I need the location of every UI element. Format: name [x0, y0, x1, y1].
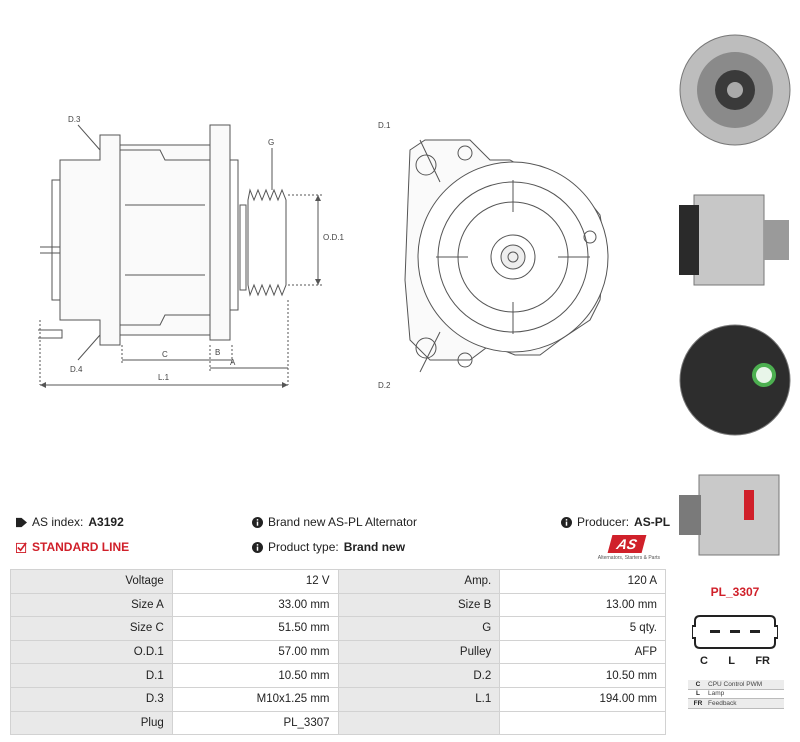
- spec-label: Size C: [10, 616, 173, 641]
- pin-fr: FR: [755, 655, 770, 667]
- spec-label: Pulley: [337, 639, 501, 665]
- producer-row: Producer: AS-PL: [561, 515, 670, 529]
- label-c: C: [162, 350, 168, 359]
- spec-value: 51.50 mm: [171, 616, 339, 641]
- logo-tagline: Alternators, Starters & Parts: [597, 555, 660, 561]
- spec-value: 10.50 mm: [499, 663, 666, 688]
- spec-label: L.1: [337, 686, 501, 712]
- photo-rear-view[interactable]: [674, 315, 796, 445]
- logo-mark: AS: [607, 535, 647, 553]
- brand-new-row: Brand new AS-PL Alternator: [252, 515, 417, 529]
- product-type-label: Product type:: [268, 540, 339, 554]
- producer-label: Producer:: [577, 515, 630, 529]
- photo-side-view[interactable]: [674, 175, 796, 305]
- producer-value: AS-PL: [634, 515, 671, 529]
- product-type-row: Product type: Brand new: [252, 540, 405, 554]
- spec-value: 5 qty.: [499, 616, 666, 641]
- label-l1: L.1: [158, 373, 170, 382]
- technical-drawing: D.3 D.4 G O.D.1 C B A L.1 D.1 D.2: [38, 115, 609, 390]
- as-pl-logo: AS Alternators, Starters & Parts: [585, 535, 660, 563]
- plug-connector-icon: [692, 615, 778, 649]
- pin-c: C: [700, 655, 708, 667]
- spec-value: [499, 710, 666, 736]
- spec-label: Size A: [10, 592, 173, 618]
- spec-label: Voltage: [10, 569, 173, 594]
- spec-value: 194.00 mm: [499, 686, 666, 712]
- label-b: B: [215, 348, 220, 357]
- product-photos: [668, 0, 800, 570]
- spec-label: D.2: [337, 663, 501, 688]
- label-g: G: [268, 138, 274, 147]
- label-d3: D.3: [68, 115, 81, 124]
- spec-label: [337, 710, 501, 736]
- label-a: A: [230, 358, 236, 367]
- label-d4: D.4: [70, 365, 83, 374]
- spec-value: 13.00 mm: [499, 592, 666, 618]
- as-index-row: AS index: A3192: [16, 515, 124, 529]
- spec-value: PL_3307: [171, 710, 339, 736]
- plug-pin-labels: C L FR: [700, 655, 770, 667]
- checkbox-icon: [16, 541, 27, 553]
- plug-code: PL_3307: [710, 585, 760, 599]
- spec-label: Size B: [337, 592, 501, 618]
- spec-value: 57.00 mm: [171, 639, 339, 665]
- spec-label: D.1: [10, 663, 173, 688]
- spec-label: Plug: [10, 710, 173, 736]
- tag-icon: [16, 517, 27, 527]
- spec-value: 10.50 mm: [171, 663, 339, 688]
- info-icon: [252, 541, 263, 553]
- label-d2: D.2: [378, 381, 391, 390]
- label-od1: O.D.1: [323, 233, 344, 242]
- info-icon: [561, 516, 572, 528]
- standard-line-label: STANDARD LINE: [32, 540, 130, 554]
- pin-l: L: [728, 655, 735, 667]
- spec-label: O.D.1: [10, 639, 173, 665]
- info-icon: [252, 516, 263, 528]
- spec-label: G: [337, 616, 501, 641]
- photo-front-view[interactable]: [674, 5, 796, 165]
- spec-value: M10x1.25 mm: [171, 686, 339, 712]
- brand-new-text: Brand new AS-PL Alternator: [268, 515, 417, 529]
- spec-label: D.3: [10, 686, 173, 712]
- spec-value: 33.00 mm: [171, 592, 339, 618]
- photo-angle-view[interactable]: [674, 460, 796, 570]
- as-index-value: A3192: [88, 515, 124, 529]
- label-d1: D.1: [378, 121, 391, 130]
- spec-value: AFP: [499, 639, 666, 665]
- product-type-value: Brand new: [343, 540, 406, 554]
- alternator-drawing: D.3 D.4 G O.D.1 C B A L.1 D.1 D.2: [38, 115, 609, 390]
- spec-value: 12 V: [171, 569, 339, 594]
- standard-line-row: STANDARD LINE: [16, 540, 129, 554]
- spec-value: 120 A: [499, 569, 666, 594]
- spec-label: Amp.: [337, 569, 501, 594]
- as-index-label: AS index:: [32, 515, 84, 529]
